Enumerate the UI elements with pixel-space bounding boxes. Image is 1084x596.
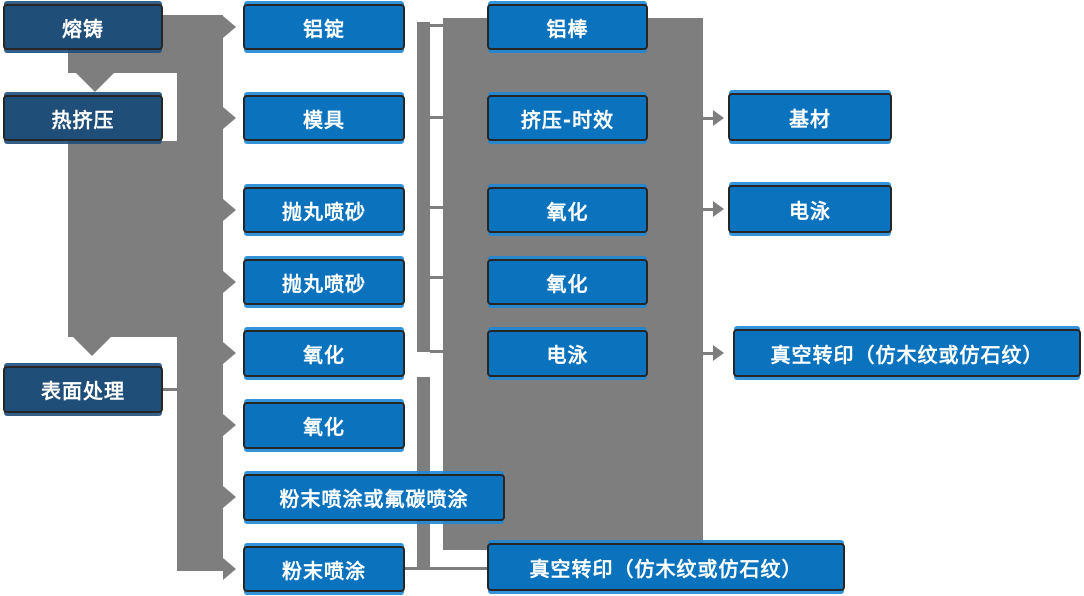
connector-band-extrusion [68, 141, 177, 337]
connector-mid-bus-lower [417, 377, 430, 570]
node-label: 真空转印（仿木纹或仿石纹） [529, 556, 803, 581]
node-melting-casting: 熔铸 [3, 4, 163, 50]
node-oxidation-3: 氧化 [487, 187, 648, 233]
node-vacuum-transfer-bottom: 真空转印（仿木纹或仿石纹） [487, 543, 845, 591]
arrow-right-to-electrophoresis-col4 [713, 201, 724, 217]
arrow-right-to-powder-coating [223, 558, 236, 580]
node-label: 氧化 [303, 343, 345, 367]
arrow-right-to-oxidation-1 [223, 342, 236, 364]
node-label: 铝锭 [303, 16, 345, 41]
node-surface-treatment: 表面处理 [3, 366, 163, 413]
arrow-down-to-surface-treatment [72, 336, 112, 356]
arrow-right-to-shot-blasting-2 [223, 271, 236, 293]
node-hot-extrusion: 热挤压 [3, 95, 163, 141]
connector-main-trunk [177, 15, 223, 571]
arrow-right-to-aluminum-ingot [223, 16, 236, 38]
connector-mid-bus-upper [417, 22, 430, 352]
node-label: 模具 [303, 107, 345, 132]
node-electrophoresis-2: 电泳 [728, 185, 892, 233]
bus-stub-row3 [430, 206, 445, 209]
node-electrophoresis-1: 电泳 [487, 330, 648, 377]
bus-stub-row1 [430, 24, 445, 27]
node-label: 真空转印（仿木纹或仿石纹） [770, 342, 1044, 367]
node-oxidation-2: 氧化 [243, 402, 405, 449]
node-label: 挤压-时效 [520, 107, 615, 132]
node-label: 电泳 [546, 343, 589, 367]
node-label: 粉末喷涂或氟碳喷涂 [279, 487, 469, 511]
node-label: 抛丸喷砂 [282, 271, 366, 296]
node-label: 氧化 [546, 199, 589, 224]
stub-to-vacuum-transfer-col4 [700, 352, 714, 355]
node-oxidation-4: 氧化 [487, 259, 648, 305]
node-powder-coating: 粉末喷涂 [243, 546, 405, 592]
node-label: 基材 [789, 106, 831, 131]
connector-band-melting [68, 49, 177, 73]
node-label: 电泳 [789, 198, 831, 223]
node-vacuum-transfer-right: 真空转印（仿木纹或仿石纹） [733, 329, 1081, 377]
node-label: 热挤压 [51, 107, 115, 132]
arrow-right-to-mold [223, 107, 236, 129]
arrow-right-to-oxidation-2 [223, 414, 236, 436]
node-label: 熔铸 [62, 16, 104, 41]
arrow-right-to-powder-fluorocarbon [223, 486, 236, 508]
node-label: 表面处理 [41, 379, 125, 403]
node-aluminum-ingot: 铝锭 [243, 4, 405, 50]
node-label: 铝棒 [546, 16, 589, 41]
bus-stub-row2 [430, 116, 445, 119]
node-mold: 模具 [243, 95, 405, 141]
bus-stub-row4 [430, 276, 445, 279]
node-aluminum-rod: 铝棒 [487, 4, 648, 50]
node-base-material: 基材 [728, 93, 892, 141]
arrow-down-to-hot-extrusion [75, 72, 115, 92]
node-shot-blasting-2: 抛丸喷砂 [243, 259, 405, 305]
node-extrusion-aging: 挤压-时效 [487, 95, 648, 141]
arrow-right-to-shot-blasting-1 [223, 199, 236, 221]
node-powder-or-fluorocarbon-coating: 粉末喷涂或氟碳喷涂 [243, 474, 505, 521]
stub-to-base-material [700, 117, 714, 120]
stub-to-electrophoresis-col4 [700, 208, 714, 211]
node-label: 粉末喷涂 [282, 558, 366, 583]
bus-stub-row5 [430, 350, 445, 353]
node-label: 氧化 [303, 415, 345, 439]
node-label: 氧化 [546, 271, 589, 296]
link-surface-treatment-trunk [163, 388, 179, 391]
node-shot-blasting-1: 抛丸喷砂 [243, 187, 405, 233]
node-oxidation-1: 氧化 [243, 330, 405, 377]
arrow-right-to-vacuum-transfer-col4 [713, 345, 724, 361]
arrow-right-to-base-material [713, 110, 724, 126]
node-label: 抛丸喷砂 [282, 199, 366, 224]
link-powder-to-vacuum-transfer [405, 567, 489, 570]
